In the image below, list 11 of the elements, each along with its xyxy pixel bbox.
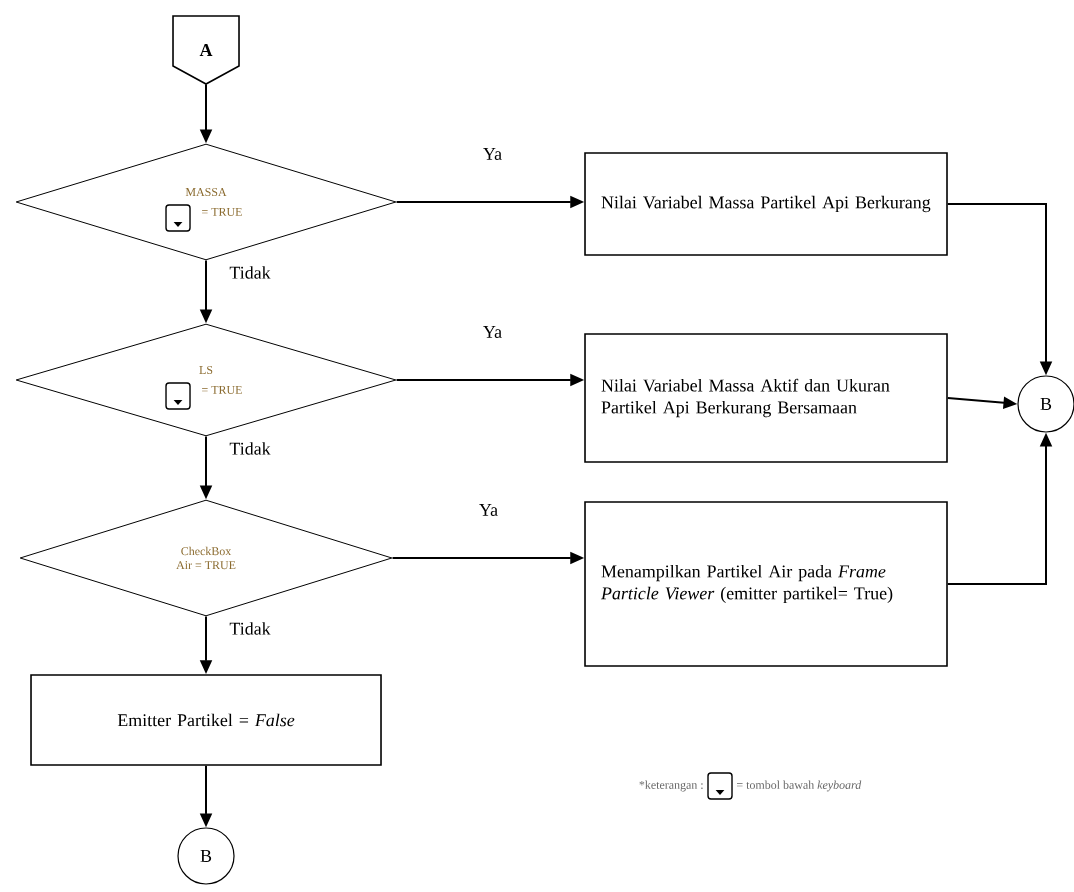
edge-label: Ya: [479, 504, 498, 516]
edge-label: Tidak: [229, 266, 271, 279]
edge-label: Ya: [483, 326, 502, 338]
edge-label: Tidak: [229, 622, 271, 635]
edge-label: Tidak: [229, 442, 271, 455]
process-box: Menampilkan Partikel Air pada Frame Particle Viewer (emitter partikel= True): [584, 501, 948, 667]
edge-label: Ya: [483, 148, 502, 160]
process-box: Nilai Variabel Massa Partikel Api Berkurang: [584, 152, 948, 256]
process-box: Emitter Partikel = False: [30, 674, 382, 766]
process-box: Nilai Variabel Massa Aktif dan Ukuran Partikel Api Berkurang Bersamaan: [584, 333, 948, 463]
connector-pentagon: A: [172, 15, 240, 85]
